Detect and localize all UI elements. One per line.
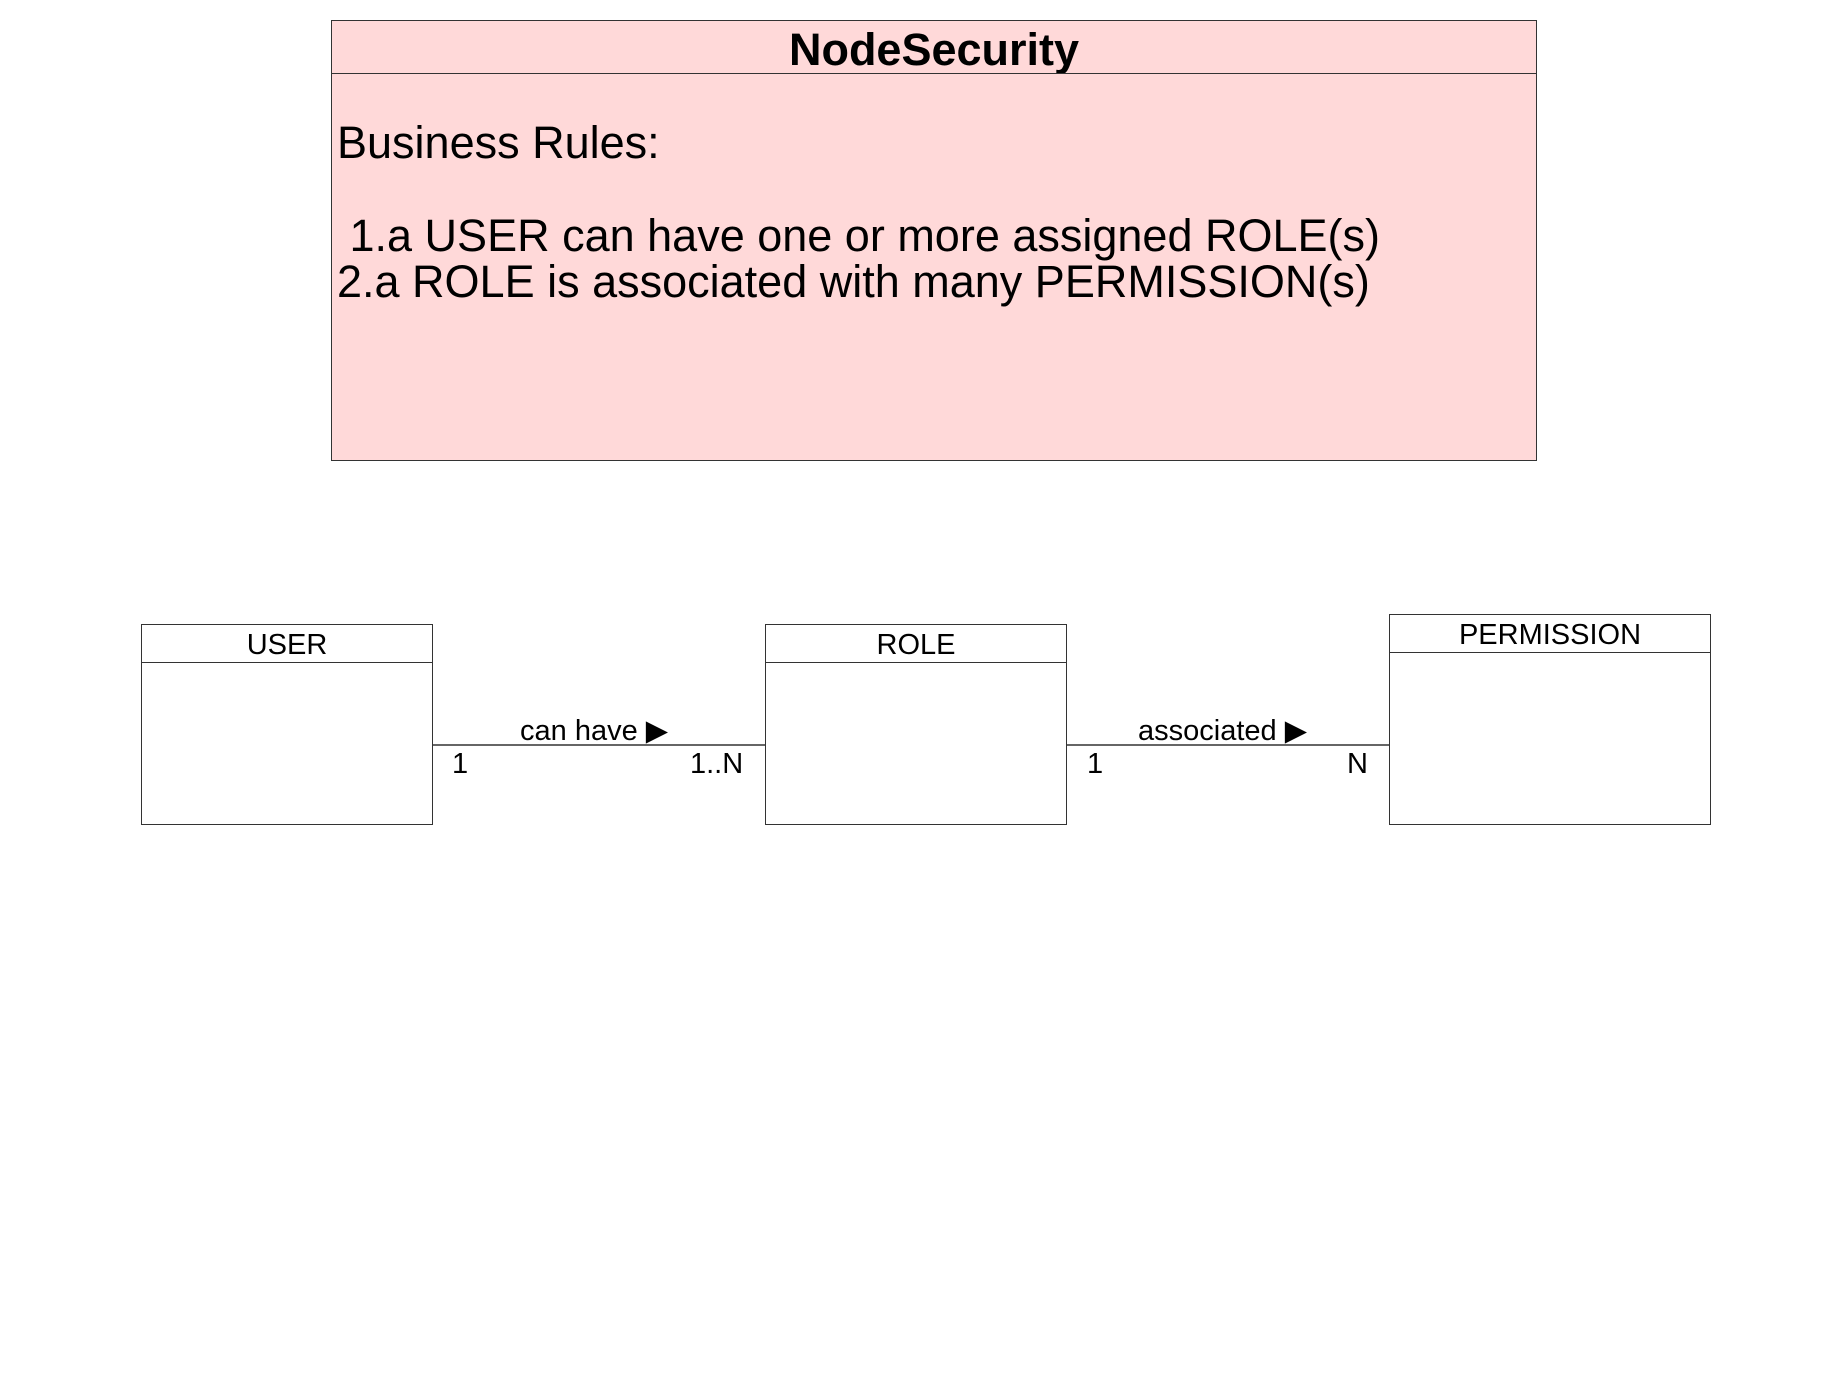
multiplicity-role-source: 1 bbox=[1087, 748, 1104, 780]
multiplicity-user-side: 1 bbox=[452, 748, 469, 780]
business-rules-note: NodeSecurity Business Rules: 1.a USER ca… bbox=[331, 20, 1537, 461]
entity-user-name: USER bbox=[142, 625, 432, 663]
business-rule-1: 1.a USER can have one or more assigned R… bbox=[337, 210, 1381, 261]
relationship-label-can-have: can have ▶ bbox=[520, 715, 669, 747]
note-heading: Business Rules: bbox=[337, 117, 660, 168]
note-body: Business Rules: 1.a USER can have one or… bbox=[332, 120, 1536, 305]
entity-role[interactable]: ROLE bbox=[765, 624, 1067, 825]
entity-permission-name: PERMISSION bbox=[1390, 615, 1710, 653]
entity-user[interactable]: USER bbox=[141, 624, 433, 825]
entity-permission[interactable]: PERMISSION bbox=[1389, 614, 1711, 825]
multiplicity-permission-side: N bbox=[1347, 748, 1368, 780]
relationship-label-associated: associated ▶ bbox=[1138, 715, 1308, 747]
note-title: NodeSecurity bbox=[332, 21, 1536, 74]
entity-role-name: ROLE bbox=[766, 625, 1066, 663]
business-rule-2: 2.a ROLE is associated with many PERMISS… bbox=[337, 256, 1370, 307]
multiplicity-role-side: 1..N bbox=[690, 748, 744, 780]
